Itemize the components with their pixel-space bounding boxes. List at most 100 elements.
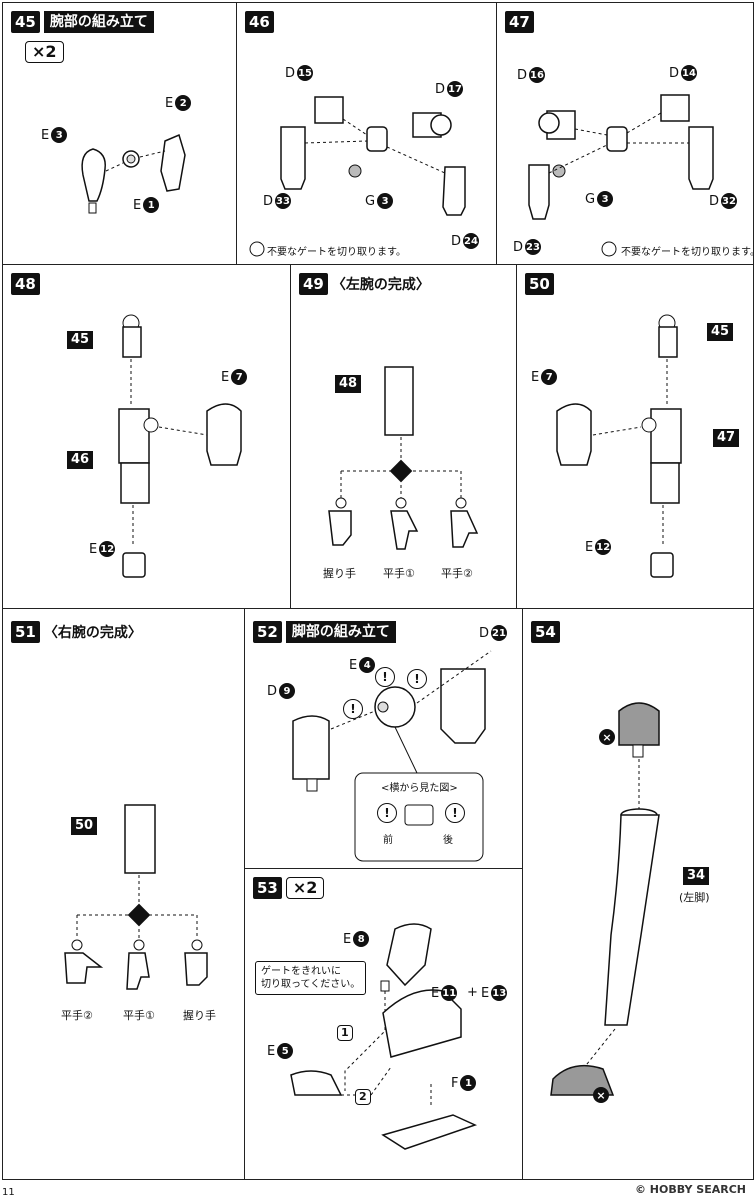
caution-icon: ! — [445, 803, 465, 823]
step-header: 49〈左腕の完成〉 — [299, 273, 430, 295]
step-47-diagram — [528, 94, 714, 257]
step-number: 54 — [531, 621, 560, 643]
ref-tag-34: 34 — [683, 867, 710, 885]
step-49-diagram — [328, 366, 479, 550]
step-number: 51 — [11, 621, 40, 643]
watermark: © HOBBY SEARCH — [634, 1183, 746, 1196]
back-label: 後 — [443, 835, 453, 846]
step-number: 45 — [11, 11, 40, 33]
gate-note: 不要なゲートを切り取ります。 — [621, 247, 754, 258]
step-title: 腕部の組み立て — [43, 11, 154, 33]
side-view-title: <横から見た図> — [381, 783, 458, 794]
hand-option-open2: 平手② — [441, 567, 473, 580]
step-title: 〈左腕の完成〉 — [331, 277, 430, 293]
ref-tag-46: 46 — [67, 451, 94, 469]
step-header: 50 — [525, 273, 554, 295]
step-number: 47 — [505, 11, 534, 33]
ref-tag-50: 50 — [71, 817, 98, 835]
do-not-use-icon: × — [599, 729, 615, 745]
step-header: 54 — [531, 621, 560, 643]
front-label: 前 — [383, 835, 393, 846]
step-header: 53×2 — [253, 877, 325, 899]
multiplier-badge: ×2 — [25, 41, 64, 63]
hand-option-open1: 平手① — [383, 567, 415, 580]
step-header: 48 — [11, 273, 40, 295]
sequence-1: 1 — [337, 1025, 353, 1041]
step-53-diagram — [290, 923, 478, 1150]
step-46-diagram — [249, 96, 466, 257]
hand-option-open2: 平手② — [61, 1009, 93, 1022]
step-54-panel: 54 × × 34 (左脚) — [522, 608, 754, 1180]
left-leg-label: (左脚) — [679, 891, 710, 904]
step-number: 46 — [245, 11, 274, 33]
step-header: 47 — [505, 11, 534, 33]
step-number: 49 — [299, 273, 328, 295]
step-54-diagram — [550, 702, 660, 1096]
gate-cleanup-note: ゲートをきれいに 切り取ってください。 — [255, 961, 367, 995]
ref-tag-48: 48 — [335, 375, 362, 393]
caution-icon: ! — [343, 699, 363, 719]
gate-note: 不要なゲートを切り取ります。 — [267, 247, 406, 258]
sequence-2: 2 — [355, 1089, 371, 1105]
ref-tag-47: 47 — [713, 429, 740, 447]
hand-option-open1: 平手① — [123, 1009, 155, 1022]
step-45-diagram — [81, 133, 186, 214]
do-not-use-icon: × — [593, 1087, 609, 1103]
caution-icon: ! — [375, 667, 395, 687]
hand-option-fist: 握り手 — [323, 567, 356, 580]
step-number: 52 — [253, 621, 282, 643]
step-number: 53 — [253, 877, 282, 899]
step-number: 50 — [525, 273, 554, 295]
step-52-diagram — [292, 650, 492, 862]
multiplier-badge: ×2 — [285, 877, 325, 899]
step-51-diagram — [64, 804, 208, 990]
plus-sign: + — [467, 985, 478, 1000]
step-49-panel: 49〈左腕の完成〉 48 握り手 平手① 平手② — [290, 264, 518, 610]
ref-tag-45: 45 — [67, 331, 94, 349]
step-51-panel: 51〈右腕の完成〉 50 平手② 平手① 握り手 — [2, 608, 246, 1180]
step-title: 〈右腕の完成〉 — [43, 625, 142, 641]
step-number: 48 — [11, 273, 40, 295]
caution-icon: ! — [407, 669, 427, 689]
step-48-diagram — [118, 314, 242, 578]
step-header: 51〈右腕の完成〉 — [11, 621, 142, 643]
page-number: 11 — [2, 1187, 15, 1198]
step-50-diagram — [556, 314, 682, 578]
step-title: 脚部の組み立て — [285, 621, 396, 643]
step-header: 46 — [245, 11, 274, 33]
